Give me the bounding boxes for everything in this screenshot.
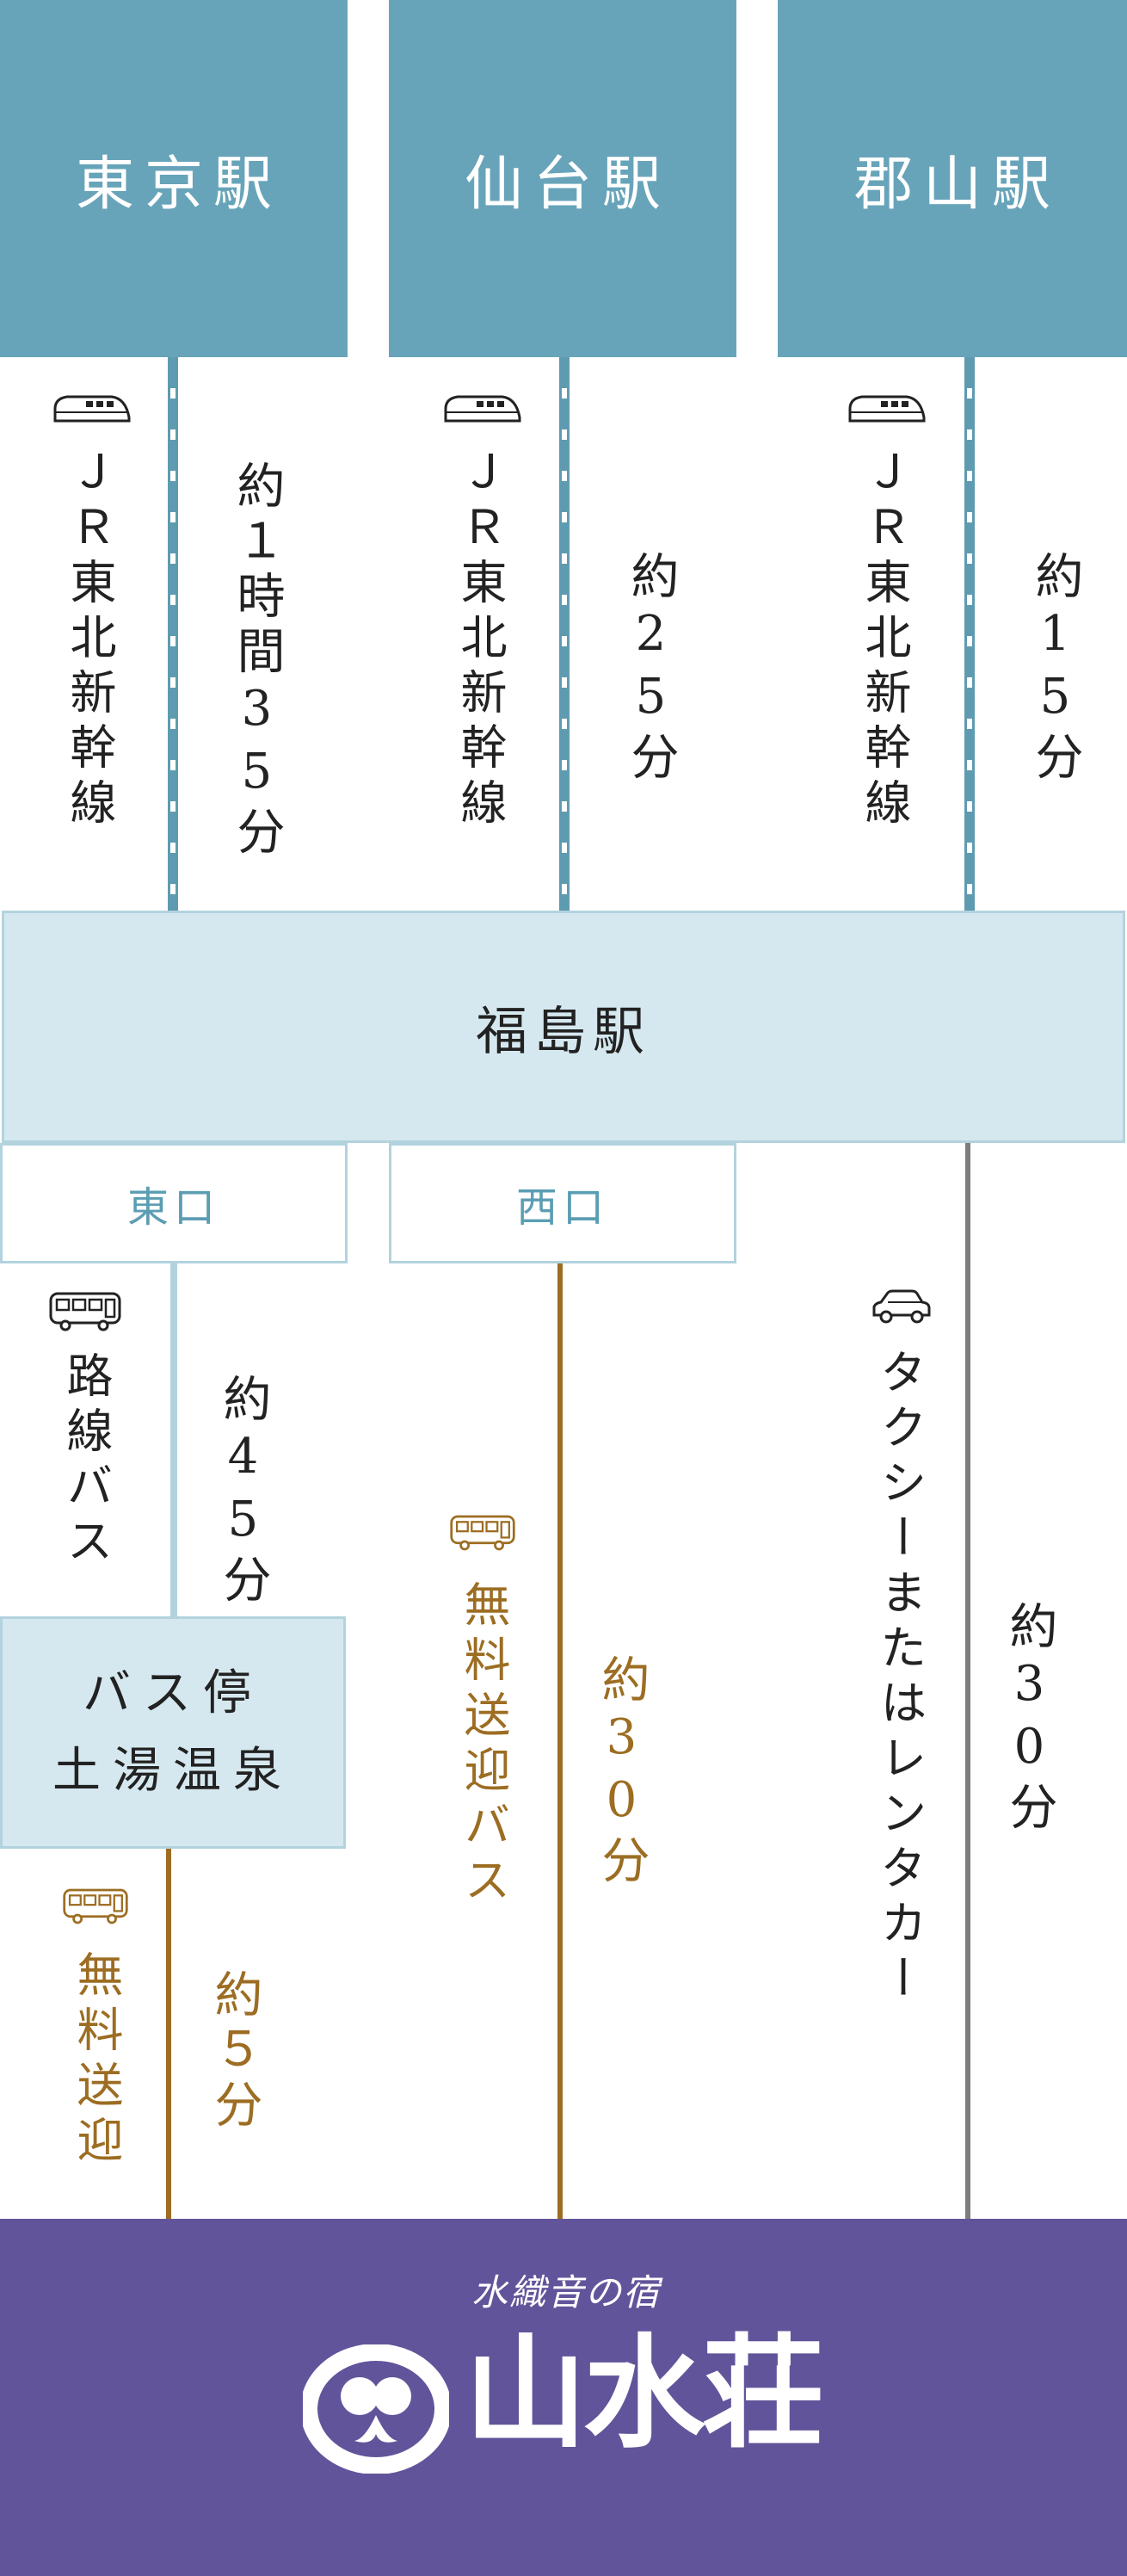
bus-icon xyxy=(449,1513,516,1553)
exit-east: 東口 xyxy=(0,1143,348,1263)
time-sendai: 約25分 xyxy=(623,551,679,787)
shuttle-line-busstop xyxy=(166,1849,171,2219)
station-sendai-label: 仙台駅 xyxy=(464,151,671,219)
time-koriyama: 約15分 xyxy=(1027,551,1083,787)
ryokan-logo-icon xyxy=(303,2344,449,2474)
destination-banner: 水織音の宿 山水荘 xyxy=(0,2219,1127,2576)
bus-stop-yumoto-onsen: バス停 土湯温泉 xyxy=(0,1616,346,1849)
shinkansen-icon xyxy=(847,392,926,426)
station-tokyo-label: 東京駅 xyxy=(75,151,282,219)
hub-station-fukushima: 福島駅 xyxy=(2,911,1125,1143)
hub-station-label: 福島駅 xyxy=(476,1001,651,1062)
time-shuttle-west: 約30分 xyxy=(594,1654,650,1890)
shuttle-line-west xyxy=(557,1263,563,2219)
route-line-sendai: ＪＲ東北新幹線 xyxy=(453,448,507,833)
station-koriyama-label: 郡山駅 xyxy=(853,151,1061,219)
rail-line-sendai xyxy=(559,357,570,911)
bus-stop-line1: バス停 xyxy=(83,1665,263,1722)
exit-west: 西口 xyxy=(389,1143,736,1263)
route-line-tokyo: ＪＲ東北新幹線 xyxy=(62,448,116,833)
shuttle-west-label: 無料送迎バス xyxy=(456,1580,510,1911)
rail-line-tokyo xyxy=(168,357,178,911)
station-koriyama: 郡山駅 xyxy=(778,0,1127,357)
route-bus-label: 路線バス xyxy=(59,1351,113,1572)
time-car: 約30分 xyxy=(1001,1601,1057,1837)
shuttle-busstop-label: 無料送迎 xyxy=(69,1950,123,2171)
shinkansen-icon xyxy=(52,392,131,426)
time-route-bus: 約45分 xyxy=(215,1374,271,1609)
car-icon xyxy=(871,1288,933,1325)
station-tokyo: 東京駅 xyxy=(0,0,348,357)
car-line xyxy=(965,1143,970,2219)
rail-line-koriyama xyxy=(964,357,975,911)
station-sendai: 仙台駅 xyxy=(389,0,736,357)
exit-east-label: 東口 xyxy=(126,1183,220,1232)
bus-icon xyxy=(48,1291,122,1332)
shinkansen-icon xyxy=(442,392,521,426)
bus-line-east xyxy=(170,1263,177,1616)
car-route-label: タクシーまたはレンタカー xyxy=(872,1348,927,2009)
route-line-koriyama: ＪＲ東北新幹線 xyxy=(857,448,911,833)
exit-west-label: 西口 xyxy=(515,1183,609,1232)
destination-name: 山水荘 xyxy=(465,2322,824,2465)
time-shuttle-busstop: 約５分 xyxy=(206,1969,262,2134)
destination-tagline: 水織音の宿 xyxy=(471,2271,662,2313)
bus-icon xyxy=(62,1887,129,1926)
bus-stop-line2: 土湯温泉 xyxy=(52,1743,293,1799)
time-tokyo: 約１時間35分 xyxy=(229,460,285,862)
